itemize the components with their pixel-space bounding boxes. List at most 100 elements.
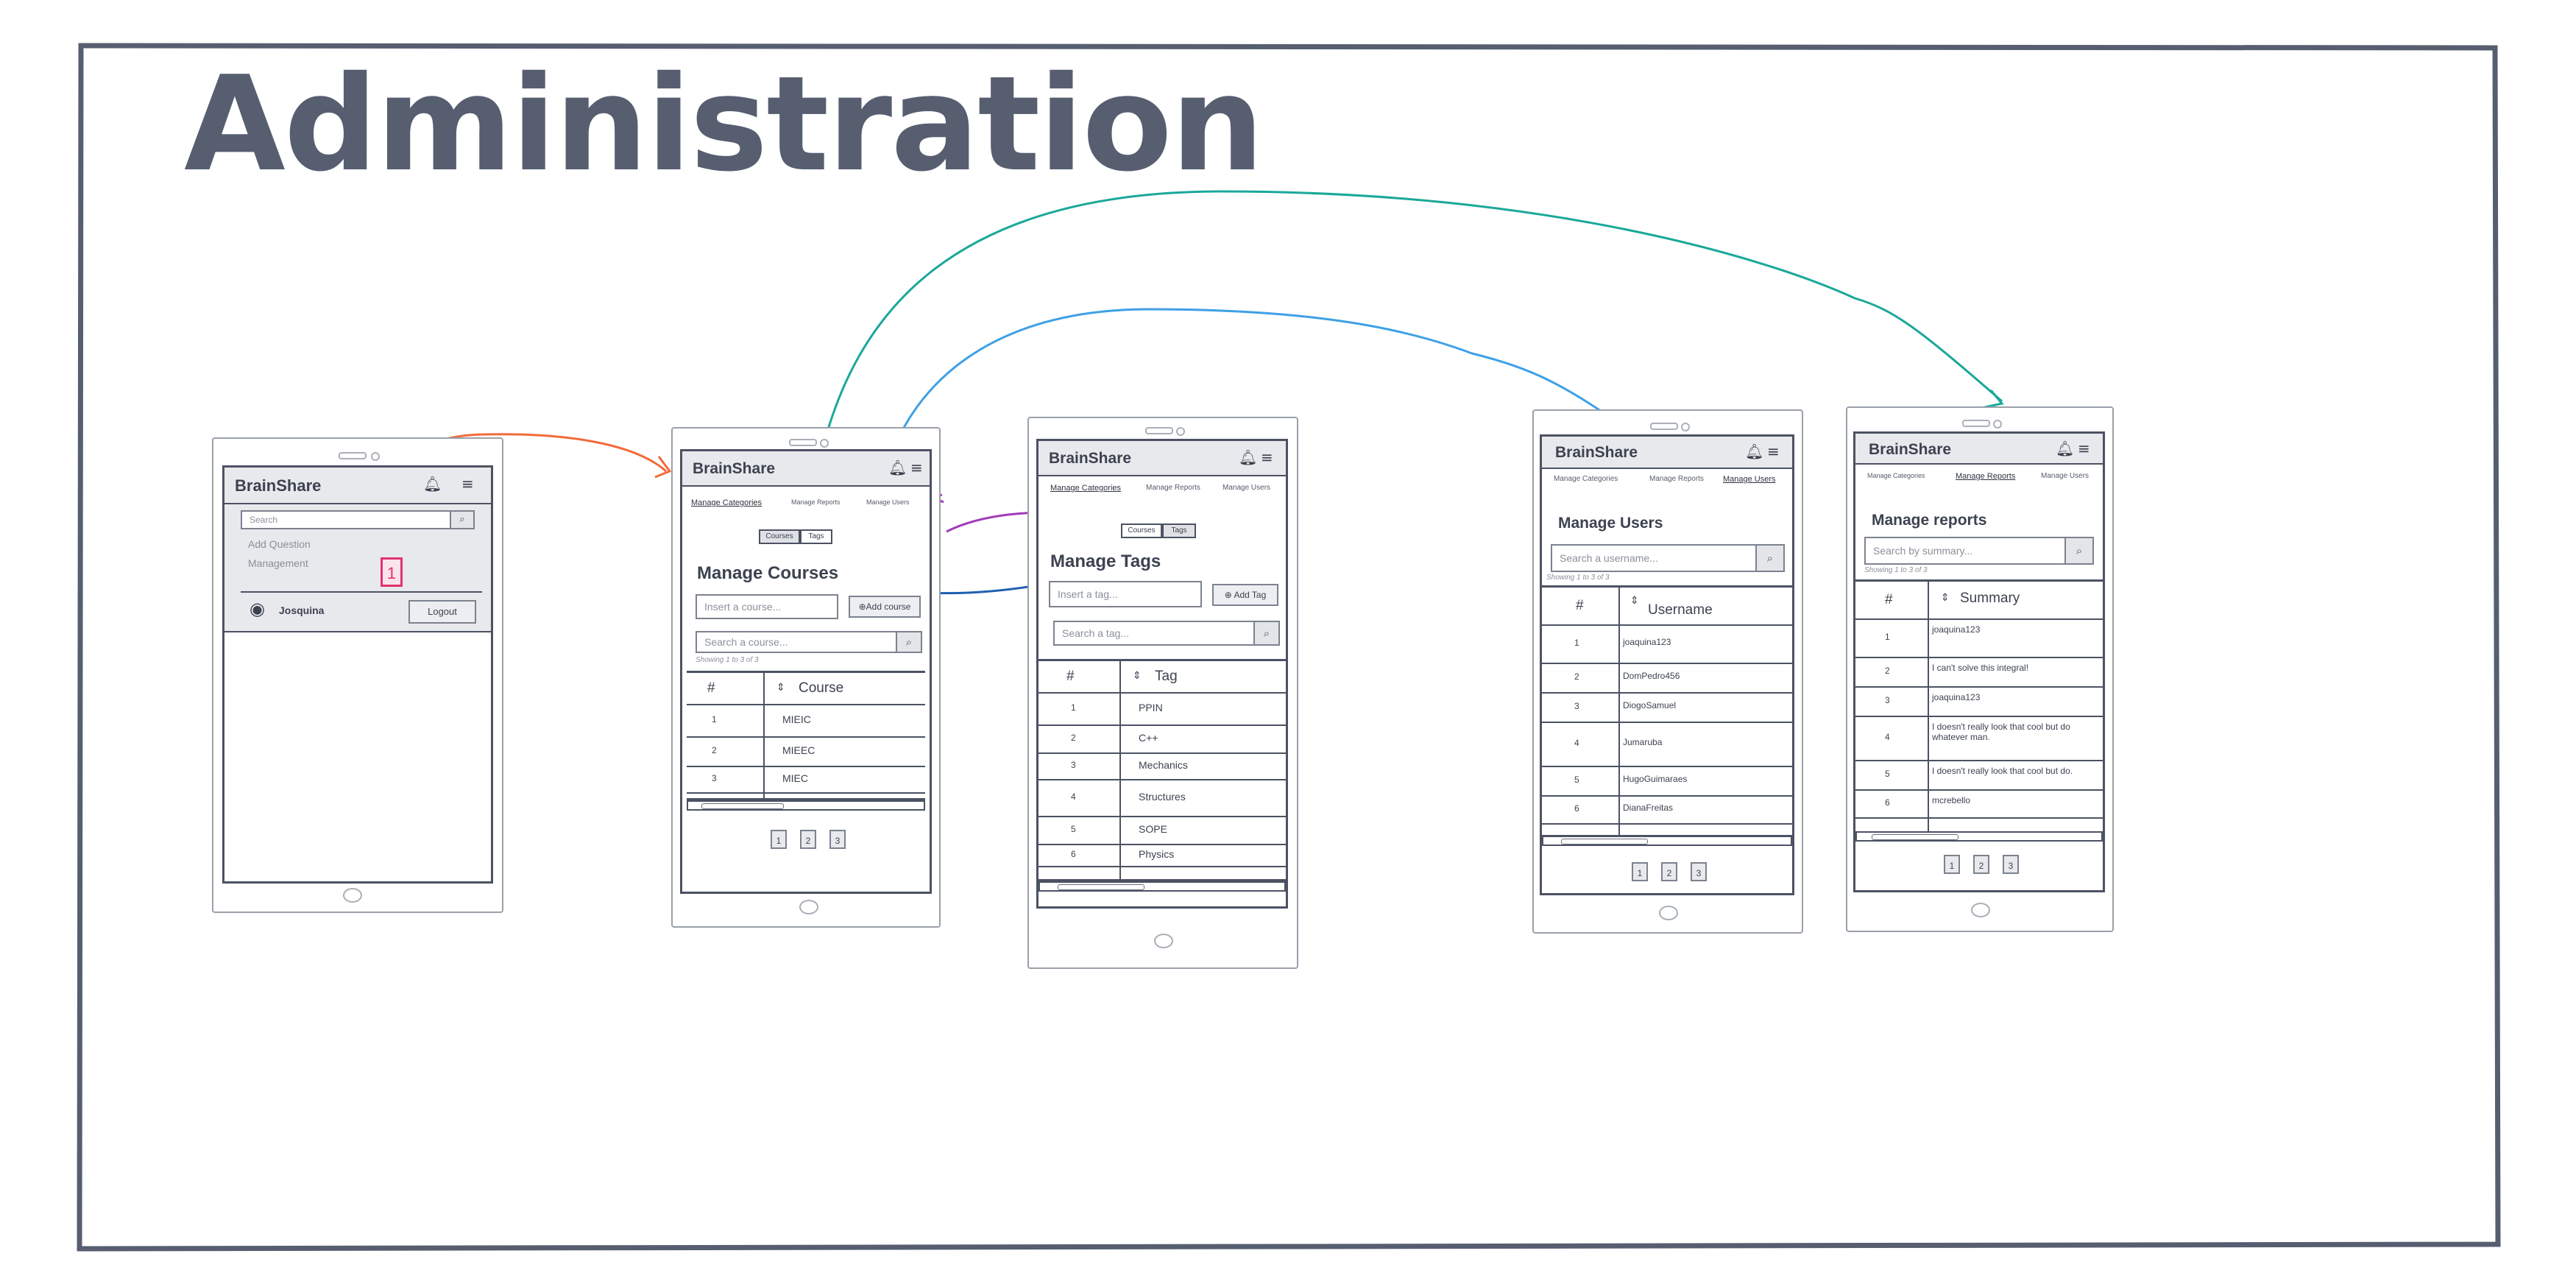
segment-courses[interactable]: Courses xyxy=(759,529,800,544)
add-tag-label: Add Tag xyxy=(1234,590,1267,600)
tab-manage-reports[interactable]: Manage Reports xyxy=(791,498,841,506)
tab-manage-categories[interactable]: Manage Categories xyxy=(1867,472,1925,479)
header-summary[interactable]: Summary xyxy=(1960,590,2020,606)
insert-tag-input[interactable]: Insert a tag... xyxy=(1049,581,1202,607)
search-button[interactable]: ⌕ xyxy=(450,510,475,529)
segment-courses[interactable]: Courses xyxy=(1121,523,1162,538)
add-course-label: Add course xyxy=(866,602,911,612)
tab-manage-categories[interactable]: Manage Categories xyxy=(1554,475,1618,483)
page-1-button[interactable]: 1 xyxy=(1632,862,1648,881)
tab-manage-categories[interactable]: Manage Categories xyxy=(1050,484,1122,493)
brand-logo[interactable]: BrainShare xyxy=(235,476,322,495)
horizontal-scrollbar[interactable] xyxy=(1038,881,1286,892)
tab-manage-reports[interactable]: Manage Reports xyxy=(1146,484,1200,492)
hamburger-menu-icon[interactable]: ≡ xyxy=(461,475,474,493)
search-input[interactable]: Search xyxy=(241,510,451,529)
hamburger-menu-icon[interactable]: ≡ xyxy=(2078,440,2090,457)
hamburger-menu-icon[interactable]: ≡ xyxy=(1261,448,1273,466)
hamburger-menu-icon[interactable]: ≡ xyxy=(910,459,923,476)
scrollbar-thumb[interactable] xyxy=(1058,884,1144,890)
header-username[interactable]: Username xyxy=(1648,602,1713,618)
sort-icon[interactable]: ⇕ xyxy=(776,682,785,694)
header-tag[interactable]: Tag xyxy=(1155,669,1178,684)
bell-icon[interactable]: 🔔︎ xyxy=(1239,448,1258,466)
page-3-button[interactable]: 3 xyxy=(829,830,846,849)
page-1-button[interactable]: 1 xyxy=(1944,855,1960,874)
tab-manage-users[interactable]: Manage Users xyxy=(866,498,910,506)
search-button[interactable]: ⌕ xyxy=(2064,537,2094,565)
page-2-button[interactable]: 2 xyxy=(800,830,816,849)
search-button[interactable]: ⌕ xyxy=(1253,621,1280,646)
segment-tags[interactable]: Tags xyxy=(800,529,832,544)
bell-icon[interactable]: 🔔︎ xyxy=(2056,440,2075,457)
row-number: 3 xyxy=(1071,760,1076,770)
segment-tags[interactable]: Tags xyxy=(1162,523,1196,538)
tab-manage-reports[interactable]: Manage Reports xyxy=(1649,475,1704,483)
horizontal-scrollbar[interactable] xyxy=(1855,831,2103,842)
row-number: 4 xyxy=(1885,732,1890,742)
header-course[interactable]: Course xyxy=(799,680,844,696)
brand-logo[interactable]: BrainShare xyxy=(1555,444,1638,461)
menu-item-management[interactable]: Management xyxy=(248,557,308,569)
add-course-button[interactable]: ⊕Add course xyxy=(849,596,921,618)
brand-logo[interactable]: BrainShare xyxy=(1049,450,1132,467)
row-number: 5 xyxy=(1574,775,1579,785)
search-username-input[interactable]: Search a username... xyxy=(1551,544,1760,572)
menu-item-add-question[interactable]: Add Question xyxy=(248,538,311,550)
sort-icon[interactable]: ⇕ xyxy=(1630,595,1639,607)
insert-course-input[interactable]: Insert a course... xyxy=(696,594,838,619)
bell-icon[interactable]: 🔔︎ xyxy=(1745,442,1764,460)
bell-icon[interactable]: 🔔︎ xyxy=(888,459,907,476)
search-button[interactable]: ⌕ xyxy=(896,631,922,653)
page-1-button[interactable]: 1 xyxy=(771,830,787,849)
hamburger-menu-icon[interactable]: ≡ xyxy=(1767,442,1780,460)
search-button[interactable]: ⌕ xyxy=(1755,544,1785,572)
bell-icon[interactable]: 🔔︎ xyxy=(423,475,442,493)
scrollbar-thumb[interactable] xyxy=(701,803,784,809)
tab-manage-users[interactable]: Manage Users xyxy=(1222,484,1271,492)
sort-icon[interactable]: ⇕ xyxy=(1941,592,1950,604)
tab-manage-reports[interactable]: Manage Reports xyxy=(1956,472,2016,481)
page-3-button[interactable]: 3 xyxy=(1691,862,1707,881)
search-summary-input[interactable]: Search by summary... xyxy=(1864,537,2067,565)
brand-logo[interactable]: BrainShare xyxy=(693,460,776,477)
row-value: I can't solve this integral! xyxy=(1932,663,2029,673)
tab-manage-users[interactable]: Manage Users xyxy=(1723,475,1776,484)
tab-manage-categories[interactable]: Manage Categories xyxy=(691,498,762,507)
page-3-button[interactable]: 3 xyxy=(2003,855,2019,874)
search-course-input[interactable]: Search a course... xyxy=(696,631,899,653)
search-tag-input[interactable]: Search a tag... xyxy=(1053,621,1256,646)
logout-button[interactable]: Logout xyxy=(408,600,476,624)
scrollbar-thumb[interactable] xyxy=(1872,834,1958,840)
horizontal-scrollbar[interactable] xyxy=(1542,836,1792,846)
tab-manage-users[interactable]: Manage Users xyxy=(2041,472,2090,480)
add-tag-button[interactable]: ⊕ Add Tag xyxy=(1212,584,1278,606)
horizontal-scrollbar[interactable] xyxy=(687,800,925,811)
brand-logo[interactable]: BrainShare xyxy=(1869,441,1952,458)
page-2-button[interactable]: 2 xyxy=(1661,862,1677,881)
sort-icon[interactable]: ⇕ xyxy=(1133,670,1142,682)
scrollbar-thumb[interactable] xyxy=(1561,839,1648,845)
page-2-button[interactable]: 2 xyxy=(1973,855,1989,874)
